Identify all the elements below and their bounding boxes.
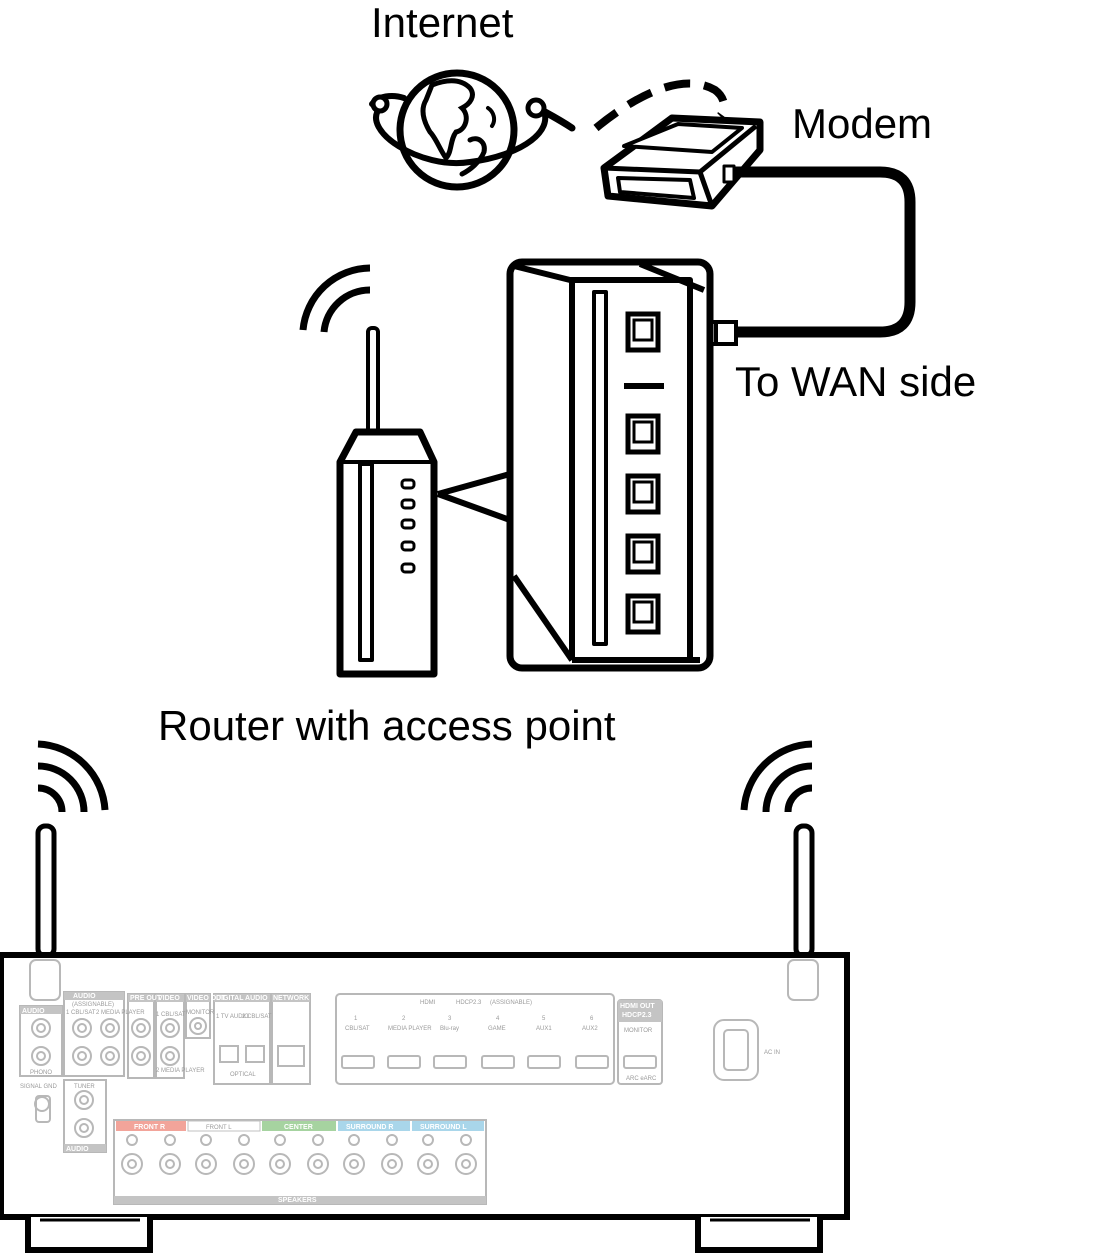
receiver-wifi-right-icon xyxy=(740,740,813,813)
hdmi-monitor-label: MONITOR xyxy=(624,1028,653,1034)
hdmi-in-4-name: GAME xyxy=(488,1026,506,1032)
hdmi-in-1-name: CBL/SAT xyxy=(345,1026,370,1032)
arc-label: ARC eARC xyxy=(626,1076,657,1082)
digital-sub2: 2 CBL/SAT xyxy=(242,1014,272,1020)
digital-audio-label: DIGITAL AUDIO xyxy=(216,995,268,1002)
hdmi-in-6-name: AUX2 xyxy=(582,1026,598,1032)
antenna-bases xyxy=(29,959,819,1001)
speaker-color-bars xyxy=(116,1120,484,1132)
optical-label: OPTICAL xyxy=(230,1072,256,1078)
video-out-label: VIDEO OUT xyxy=(187,995,226,1002)
router-wifi-icon xyxy=(299,264,371,333)
hdmi-out-label: HDMI OUT xyxy=(620,1003,655,1010)
speaker-terminals xyxy=(121,1134,477,1175)
audio-in-bottom-label: AUDIO xyxy=(66,1146,89,1153)
tuner-label: TUNER xyxy=(74,1084,95,1090)
audio-in-phono-header: AUDIO xyxy=(22,1008,45,1015)
wireless-link xyxy=(593,79,728,132)
router-back-zoom xyxy=(506,258,714,672)
audio-in-sub2: 2 MEDIA PLAYER xyxy=(96,1010,145,1016)
speaker-front-l: FRONT L xyxy=(206,1125,232,1131)
video-sub2: 2 MEDIA PLAYER xyxy=(156,1068,205,1074)
pre-out-label: PRE OUT xyxy=(130,995,162,1002)
internet-label: Internet xyxy=(371,0,514,46)
hdmi-in-1-num: 1 xyxy=(354,1016,358,1022)
router-ports xyxy=(625,311,661,635)
video-sub1: 1 CBL/SAT xyxy=(156,1012,186,1018)
receiver-wifi-left-icon xyxy=(37,740,109,813)
hdmi-in-5-num: 5 xyxy=(542,1016,546,1022)
router-label: Router with access point xyxy=(158,702,616,749)
audio-in-header: AUDIO xyxy=(73,993,96,1000)
modem-icon xyxy=(600,114,764,210)
signal-gnd-label: SIGNAL GND xyxy=(20,1084,57,1090)
network-label: NETWORK xyxy=(273,995,309,1002)
hdmi-in-3-name: Blu-ray xyxy=(440,1026,459,1032)
speakers-label: SPEAKERS xyxy=(278,1197,317,1204)
speaker-front-r: FRONT R xyxy=(134,1124,165,1131)
digital-sub1: 1 TV AUDIO xyxy=(216,1014,249,1020)
panel-text: AUDIO (ASSIGNABLE) 1 CBL/SAT 2 MEDIA PLA… xyxy=(20,993,780,1204)
callout-lines xyxy=(436,471,512,523)
hdmi-out-hdcp: HDCP2.3 xyxy=(622,1012,652,1019)
wan-cable xyxy=(734,166,916,338)
router-icon xyxy=(336,326,438,678)
audio-in-assignable: (ASSIGNABLE) xyxy=(72,1002,114,1008)
video-in-label: VIDEO xyxy=(158,995,180,1002)
audio-in-sub1: 1 CBL/SAT xyxy=(66,1010,96,1016)
video-monitor-label: MONITOR xyxy=(186,1010,215,1016)
globe-icon xyxy=(369,69,576,191)
receiver-antennas xyxy=(35,823,815,959)
hdmi-in-5-name: AUX1 xyxy=(536,1026,552,1032)
hdmi-in-4-num: 4 xyxy=(496,1016,500,1022)
speaker-surround-l: SURROUND L xyxy=(420,1124,467,1131)
panel-header-bars xyxy=(20,992,662,1204)
hdmi-in-hdcp: HDCP2.3 xyxy=(456,1000,482,1006)
speaker-center: CENTER xyxy=(284,1124,313,1131)
phono-label: PHONO xyxy=(30,1070,52,1076)
hdmi-in-3-num: 3 xyxy=(448,1016,452,1022)
hdmi-in-6-num: 6 xyxy=(590,1016,594,1022)
hdmi-in-2-num: 2 xyxy=(402,1016,406,1022)
ac-in-label: AC IN xyxy=(764,1050,780,1056)
modem-label: Modem xyxy=(792,100,933,147)
speaker-surround-r: SURROUND R xyxy=(346,1124,393,1131)
to-wan-side-label: To WAN side xyxy=(735,358,977,405)
hdmi-in-header: HDMI xyxy=(420,1000,436,1006)
hdmi-in-assignable: (ASSIGNABLE) xyxy=(490,1000,532,1006)
hdmi-in-2-name: MEDIA PLAYER xyxy=(388,1026,432,1032)
